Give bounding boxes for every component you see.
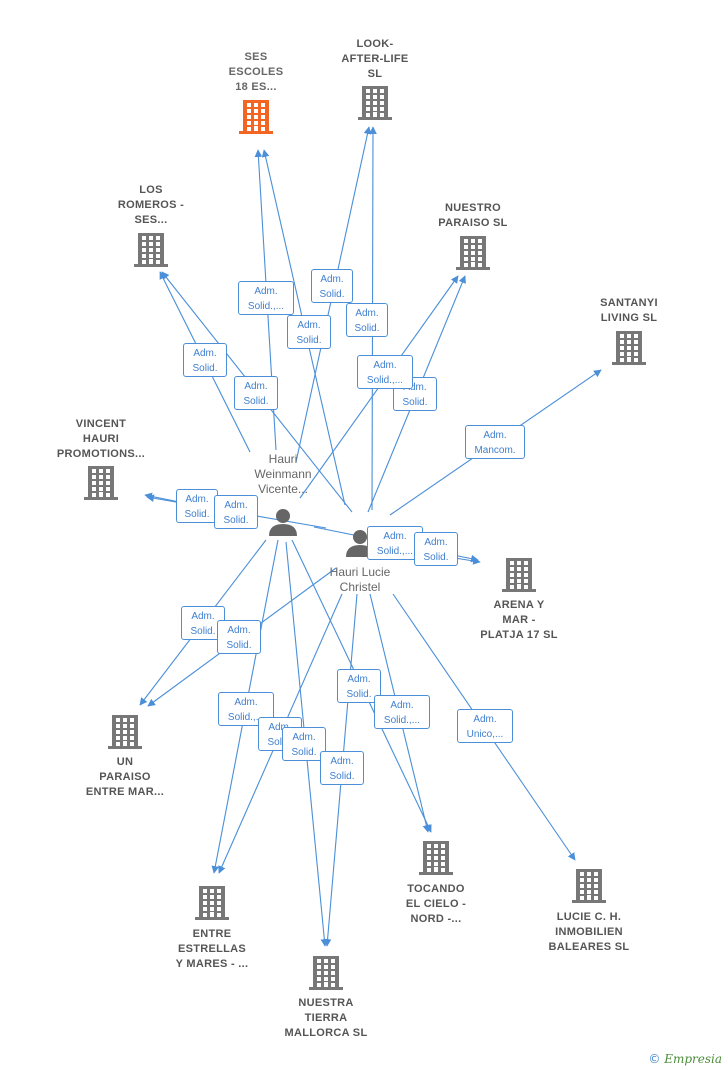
edge-label-l15[interactable]: Adm. Solid. xyxy=(217,620,261,654)
company-label-romeros[interactable]: LOS ROMEROS - SES... xyxy=(117,184,185,226)
edge-label-l4[interactable]: Adm. Solid. xyxy=(346,303,388,337)
building-icon-tocando[interactable] xyxy=(419,841,453,875)
edge-label-l1[interactable]: Adm. Solid.,... xyxy=(238,281,294,315)
company-label-vincent[interactable]: VINCENT HAURI PROMOTIONS... xyxy=(56,418,146,460)
building-icon-santanyi[interactable] xyxy=(612,331,646,365)
company-label-arena[interactable]: ARENA Y MAR - PLATJA 17 SL xyxy=(480,599,558,641)
person-icon-weinmann[interactable] xyxy=(269,509,297,536)
company-label-look[interactable]: LOOK- AFTER-LIFE SL xyxy=(341,38,409,80)
edge-label-l11[interactable]: Adm. Solid. xyxy=(214,495,258,529)
company-label-lucie[interactable]: LUCIE C. H. INMOBILIEN BALEARES SL xyxy=(548,911,630,953)
edge-label-l6[interactable]: Adm. Solid. xyxy=(234,376,278,410)
building-icon-arena[interactable] xyxy=(502,558,536,592)
person-label-weinmann[interactable]: Hauri Weinmann Vicente... xyxy=(254,452,312,496)
edge-label-l18[interactable]: Adm. Solid.,... xyxy=(374,695,430,729)
edge-label-l10[interactable]: Adm. Solid. xyxy=(176,489,218,523)
building-icon-un_paraiso[interactable] xyxy=(108,715,142,749)
person-label-lucie_c[interactable]: Hauri Lucie Christel xyxy=(329,565,391,594)
company-label-entre[interactable]: ENTRE ESTRELLAS Y MARES - ... xyxy=(175,928,249,970)
edge-label-l5[interactable]: Adm. Solid. xyxy=(183,343,227,377)
company-label-tocando[interactable]: TOCANDO EL CIELO - NORD -... xyxy=(405,883,467,925)
edge-label-l2[interactable]: Adm. Solid. xyxy=(287,315,331,349)
company-label-ses[interactable]: SES ESCOLES 18 ES... xyxy=(228,51,284,93)
building-icon-romeros[interactable] xyxy=(134,233,168,267)
company-label-nuestro_paraiso[interactable]: NUESTRO PARAISO SL xyxy=(438,202,508,229)
building-icon-vincent[interactable] xyxy=(84,466,118,500)
building-icon-nuestra_tierra[interactable] xyxy=(309,956,343,990)
building-icon-look[interactable] xyxy=(358,86,392,120)
edge-label-l17[interactable]: Adm. Solid. xyxy=(337,669,381,703)
edge-label-l16[interactable]: Adm. Solid.,... xyxy=(218,692,274,726)
building-icon-entre[interactable] xyxy=(195,886,229,920)
copyright-symbol: © xyxy=(648,1052,661,1066)
brand-logo: © Empresia xyxy=(648,1052,722,1066)
edge-label-l13[interactable]: Adm. Solid. xyxy=(414,532,458,566)
company-label-santanyi[interactable]: SANTANYI LIVING SL xyxy=(600,297,658,324)
edge-label-l19[interactable]: Adm. Unico,... xyxy=(457,709,513,743)
edge-label-l8[interactable]: Adm. Solid.,... xyxy=(357,355,413,389)
building-icon-ses[interactable] xyxy=(239,100,273,134)
edge-label-l22[interactable]: Adm. Solid. xyxy=(320,751,364,785)
edge-label-l21[interactable]: Adm. Solid. xyxy=(282,727,326,761)
company-label-un_paraiso[interactable]: UN PARAISO ENTRE MAR... xyxy=(85,756,165,798)
edge-label-l9[interactable]: Adm. Mancom. xyxy=(465,425,525,459)
company-label-nuestra_tierra[interactable]: NUESTRA TIERRA MALLORCA SL xyxy=(284,997,368,1039)
building-icon-lucie[interactable] xyxy=(572,869,606,903)
building-icon-nuestro_paraiso[interactable] xyxy=(456,236,490,270)
edge-label-l3[interactable]: Adm. Solid. xyxy=(311,269,353,303)
brand-name: Empresia xyxy=(664,1052,722,1066)
